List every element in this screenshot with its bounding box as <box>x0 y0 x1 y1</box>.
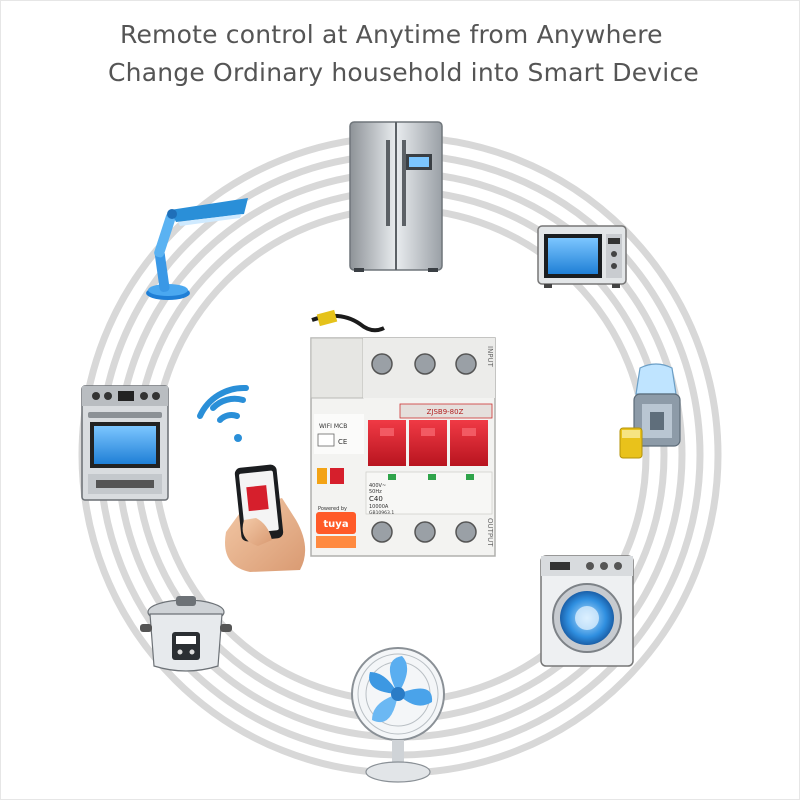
breaker-tuya-logo: tuya <box>323 519 348 530</box>
juicer-icon <box>619 363 681 459</box>
breaker-ce-mark: CE <box>338 438 347 446</box>
breaker-input-label: INPUT <box>486 346 494 368</box>
breaker-output-label: OUTPUT <box>486 518 494 547</box>
breaker-model-label: ZJSB9-80Z <box>427 408 464 416</box>
smartphone-hand-icon <box>225 464 306 572</box>
breaker-standard: GB10963.1 <box>369 510 394 516</box>
desk-lamp-icon <box>146 198 248 300</box>
rice-cooker-icon <box>140 596 232 672</box>
circuit-breaker-icon: ZJSB9-80Z WIFI MCB CE 400V~ 50Hz C40 100… <box>310 309 496 557</box>
breaker-voltage: 400V~ <box>369 483 386 489</box>
breaker-powered-by: Powered by <box>318 506 347 512</box>
washing-machine-icon <box>540 555 634 667</box>
fan-icon <box>351 647 445 783</box>
microwave-icon <box>537 225 627 288</box>
headline-line-1: Remote control at Anytime from Anywhere <box>120 20 663 49</box>
breaker-rating: C40 <box>369 495 383 503</box>
breaker-capacity: 10000A <box>369 504 389 510</box>
breaker-frequency: 50Hz <box>369 489 382 495</box>
headline-line-2: Change Ordinary household into Smart Dev… <box>108 58 699 87</box>
refrigerator-icon <box>349 121 443 272</box>
oven-icon <box>81 385 169 501</box>
breaker-brand-label: WIFI MCB <box>319 423 347 430</box>
wifi-icon <box>197 384 249 442</box>
